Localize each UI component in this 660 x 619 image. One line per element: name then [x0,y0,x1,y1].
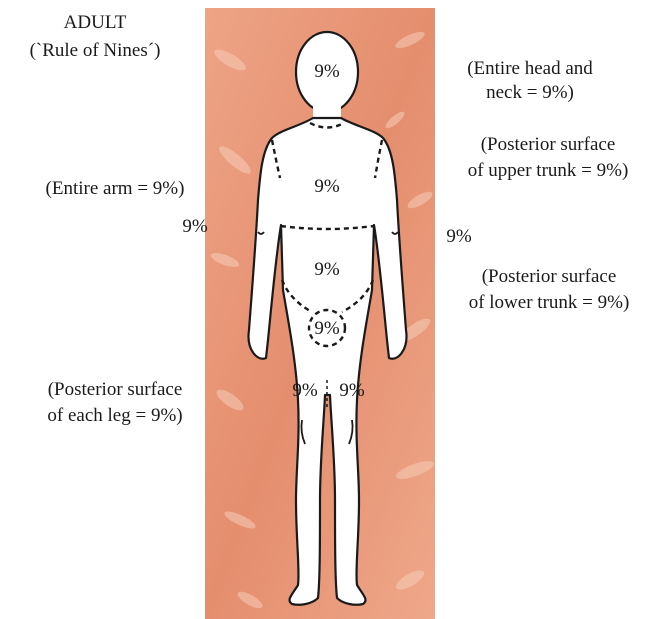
heading-subtitle: (`Rule of Nines´) [5,40,185,62]
left-arm-percent: 9% [172,216,218,238]
head-neck-label-line2: neck = 9%) [445,82,615,104]
head-percent: 9% [314,61,340,82]
leg-label-line1: (Posterior surface [20,379,210,401]
upper-trunk-label-line1: (Posterior surface [438,134,658,156]
leg-label-line2: of each leg = 9%) [20,405,210,427]
heading-title: ADULT [40,12,150,34]
left-leg-percent: 9% [292,380,318,401]
upper-trunk-label-line2: of upper trunk = 9%) [438,160,658,182]
head-neck-label-line1: (Entire head and [445,58,615,80]
arm-label: (Entire arm = 9%) [18,178,212,200]
upper-trunk-percent: 9% [314,176,340,197]
lower-trunk-label-line1: (Posterior surface [440,266,658,288]
lower-trunk-percent: 9% [314,259,340,280]
right-arm-percent: 9% [436,226,482,248]
genital-percent: 9% [314,318,340,339]
right-leg-percent: 9% [339,380,365,401]
lower-trunk-label-line2: of lower trunk = 9%) [440,292,658,314]
